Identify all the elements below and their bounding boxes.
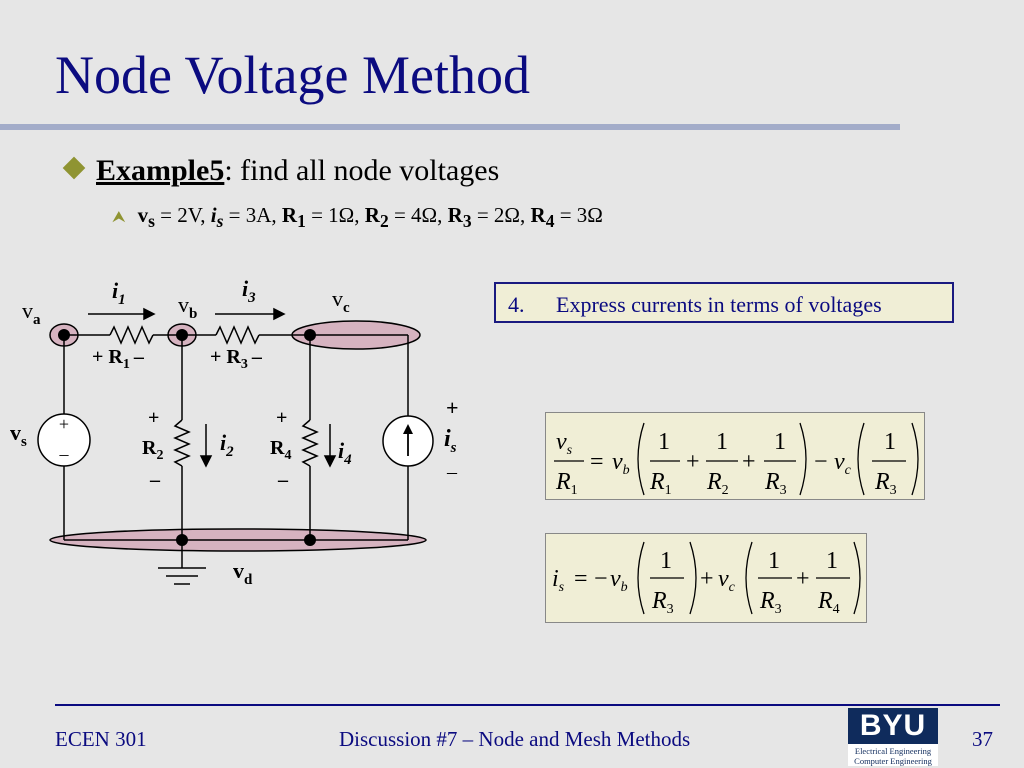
vs-minus: – [59, 444, 70, 464]
svg-text:+: + [686, 449, 700, 475]
bullet-example: Example5: find all node voltages [62, 154, 499, 188]
voltage-source-label: vs [10, 420, 27, 450]
given-values: vs = 2V, is = 3A, R1 = 1Ω, R2 = 4Ω, R3 =… [137, 203, 603, 232]
resistor-r4-label: R4 [270, 437, 291, 463]
voltage-source-icon [37, 413, 91, 467]
svg-text:−: − [594, 566, 608, 592]
r2-minus: – [149, 469, 161, 491]
step-number: 4. [508, 292, 525, 317]
byu-logo: BYU Electrical Engineering Computer Engi… [848, 708, 938, 766]
circuit-diagram: + – va vb vc vd i1 i3 i2 i4 + R1– + R3– … [10, 276, 459, 588]
equation-box-2: is = − vb 1 R3 + vc 1 R3 + 1 R4 [545, 533, 867, 623]
diamond-bullet-icon [62, 156, 86, 180]
svg-text:vc: vc [834, 449, 852, 478]
logo-wordmark: BYU [848, 708, 938, 744]
svg-text:=: = [590, 449, 604, 475]
current-i3-label: i3 [242, 276, 256, 306]
svg-text:R3: R3 [874, 469, 897, 498]
node-b-label: vb [178, 292, 197, 322]
r4-minus: – [277, 469, 289, 491]
logo-line-1: Electrical Engineering [854, 746, 932, 756]
svg-text:vb: vb [610, 566, 628, 595]
current-i4-label: i4 [338, 438, 352, 468]
vs-plus: + [59, 414, 69, 434]
svg-text:−: − [814, 449, 828, 475]
resistor-r3 [215, 325, 260, 345]
resistor-r3-label: + R3– [210, 346, 263, 372]
svg-text:R3: R3 [651, 588, 674, 617]
footer-title: Discussion #7 – Node and Mesh Methods [339, 727, 691, 751]
resistor-r4 [301, 419, 319, 467]
is-minus: – [446, 461, 458, 483]
equation-1: vs R1 = vb 1 R1 + 1 R2 + 1 R3 − vc 1 R3 [554, 422, 919, 498]
svg-text:+: + [700, 566, 714, 592]
example-text: : find all node voltages [224, 154, 500, 187]
node-a-label: va [22, 298, 41, 328]
current-i2-label: i2 [220, 430, 234, 460]
svg-text:1: 1 [826, 548, 838, 574]
svg-text:vb: vb [612, 449, 630, 478]
svg-text:R1: R1 [649, 469, 672, 498]
is-plus: + [446, 395, 459, 420]
current-source-label: is [444, 426, 457, 456]
svg-text:+: + [742, 449, 756, 475]
ground-icon [158, 567, 206, 585]
step-text: Express currents in terms of voltages [556, 292, 882, 317]
resistor-r2 [173, 419, 191, 467]
node-d-label: vd [233, 558, 253, 588]
svg-text:1: 1 [660, 548, 672, 574]
svg-text:R3: R3 [759, 588, 782, 617]
svg-text:1: 1 [774, 429, 786, 455]
resistor-r1-label: + R1– [92, 346, 145, 372]
node-dots [58, 329, 316, 546]
resistor-r1 [109, 325, 154, 345]
logo-line-2: Computer Engineering [854, 756, 932, 766]
footer-rule [55, 704, 1000, 706]
slide-title: Node Voltage Method [55, 45, 530, 105]
svg-text:R3: R3 [764, 469, 787, 498]
svg-text:vc: vc [718, 566, 736, 595]
svg-text:1: 1 [716, 429, 728, 455]
arrowhead-bullet-icon: ⮝ [112, 207, 126, 226]
r4-plus: + [276, 407, 287, 429]
svg-text:R1: R1 [555, 469, 578, 498]
svg-text:1: 1 [884, 429, 896, 455]
svg-text:R4: R4 [817, 588, 840, 617]
current-i1-label: i1 [112, 278, 126, 308]
svg-text:vs: vs [556, 429, 573, 458]
svg-text:R2: R2 [706, 469, 729, 498]
svg-text:1: 1 [658, 429, 670, 455]
node-c-label: vc [332, 286, 350, 316]
example-label: Example5 [96, 154, 225, 187]
equation-2: is = − vb 1 R3 + vc 1 R3 + 1 R4 [552, 541, 861, 617]
resistor-r2-label: R2 [142, 437, 163, 463]
step-box: 4. Express currents in terms of voltages [494, 282, 954, 323]
svg-text:1: 1 [768, 548, 780, 574]
r2-plus: + [148, 407, 159, 429]
title-underline [0, 124, 900, 130]
svg-text:+: + [796, 566, 810, 592]
svg-text:is: is [552, 566, 565, 595]
bullet-given-values: ⮝ vs = 2V, is = 3A, R1 = 1Ω, R2 = 4Ω, R3 … [112, 203, 603, 232]
svg-text:=: = [574, 566, 588, 592]
equation-box-1: vs R1 = vb 1 R1 + 1 R2 + 1 R3 − vc 1 R3 [545, 412, 925, 500]
footer-course: ECEN 301 [55, 727, 147, 751]
page-number: 37 [972, 727, 993, 751]
